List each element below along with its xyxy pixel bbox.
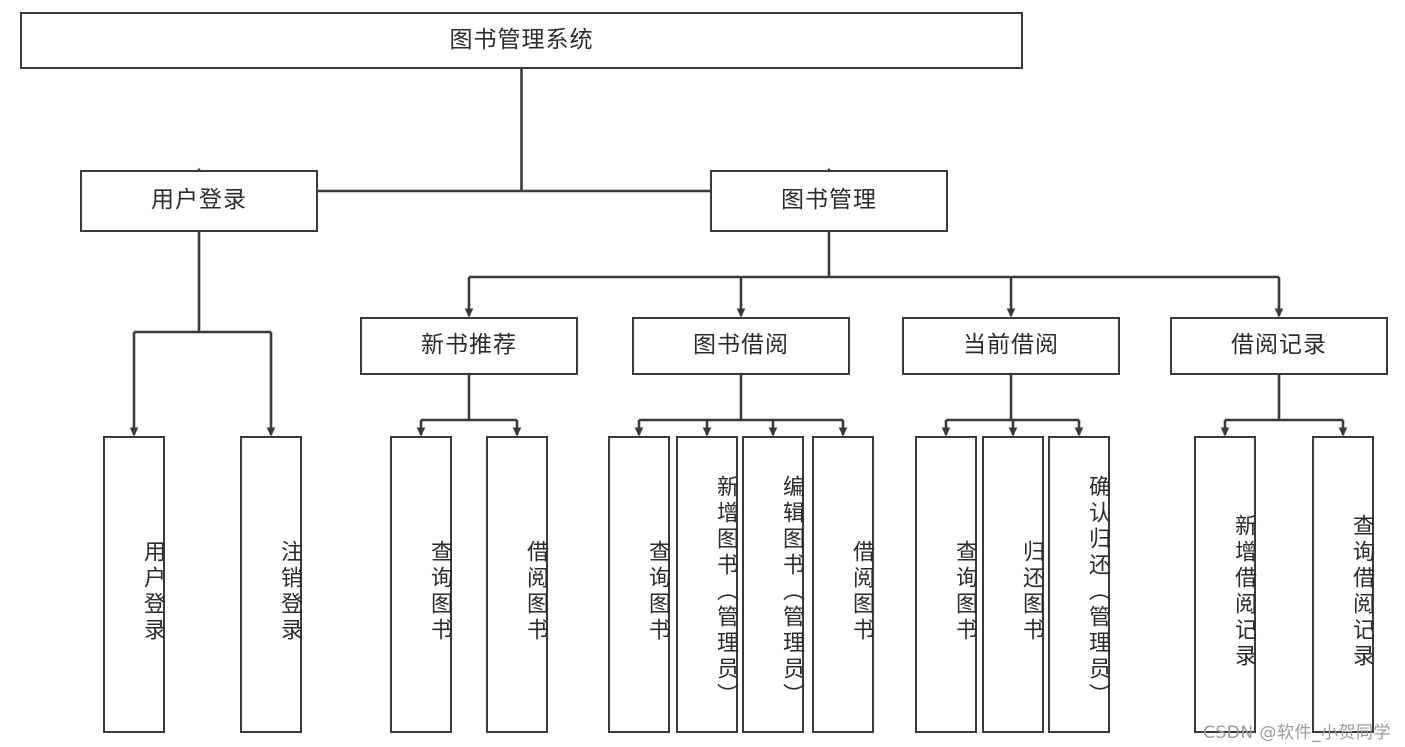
leaf-borrow-book-1[interactable]: 借阅图书 [486, 436, 548, 733]
leaf-add-borrow-record-label: 新增借阅记录 [1231, 513, 1256, 670]
leaf-borrow-book-2[interactable]: 借阅图书 [812, 436, 874, 733]
node-borrow-record[interactable]: 借阅记录 [1170, 317, 1388, 375]
leaf-query-borrow-record[interactable]: 查询借阅记录 [1312, 436, 1374, 733]
leaf-logout-label: 注销登录 [277, 539, 302, 644]
leaf-edit-book[interactable]: 编辑图书（管理员） [742, 436, 804, 733]
node-new-book-recommend-label: 新书推荐 [421, 332, 517, 359]
leaf-query-book-1[interactable]: 查询图书 [390, 436, 452, 733]
leaf-borrow-book-2-label: 借阅图书 [849, 539, 874, 644]
leaf-add-book[interactable]: 新增图书（管理员） [676, 436, 738, 733]
node-new-book-recommend[interactable]: 新书推荐 [360, 317, 578, 375]
leaf-logout[interactable]: 注销登录 [240, 436, 302, 733]
leaf-query-book-3[interactable]: 查询图书 [915, 436, 977, 733]
node-book-borrow-label: 图书借阅 [693, 332, 789, 359]
node-user-login-label: 用户登录 [151, 187, 247, 214]
leaf-confirm-return[interactable]: 确认归还（管理员） [1048, 436, 1110, 733]
node-current-borrow-label: 当前借阅 [963, 332, 1059, 359]
node-book-manage[interactable]: 图书管理 [710, 170, 948, 232]
leaf-return-book[interactable]: 归还图书 [982, 436, 1044, 733]
leaf-add-book-label: 新增图书（管理员） [713, 474, 738, 709]
leaf-user-login[interactable]: 用户登录 [103, 436, 165, 733]
leaf-borrow-book-1-label: 借阅图书 [523, 539, 548, 644]
leaf-query-borrow-record-label: 查询借阅记录 [1349, 513, 1374, 670]
leaf-query-book-2[interactable]: 查询图书 [608, 436, 670, 733]
leaf-confirm-return-label: 确认归还（管理员） [1085, 474, 1110, 709]
watermark: CSDN @软件_小贺同学 [1203, 723, 1391, 743]
node-root[interactable]: 图书管理系统 [20, 12, 1023, 69]
leaf-user-login-label: 用户登录 [140, 539, 165, 644]
node-root-label: 图书管理系统 [449, 26, 594, 53]
leaf-add-borrow-record[interactable]: 新增借阅记录 [1194, 436, 1256, 733]
leaf-query-book-3-label: 查询图书 [952, 539, 977, 644]
leaf-query-book-1-label: 查询图书 [427, 539, 452, 644]
node-book-borrow[interactable]: 图书借阅 [632, 317, 850, 375]
node-current-borrow[interactable]: 当前借阅 [902, 317, 1120, 375]
leaf-return-book-label: 归还图书 [1019, 539, 1044, 644]
leaf-query-book-2-label: 查询图书 [645, 539, 670, 644]
node-book-manage-label: 图书管理 [781, 187, 877, 214]
node-borrow-record-label: 借阅记录 [1231, 332, 1327, 359]
node-user-login[interactable]: 用户登录 [80, 170, 318, 232]
leaf-edit-book-label: 编辑图书（管理员） [779, 474, 804, 709]
